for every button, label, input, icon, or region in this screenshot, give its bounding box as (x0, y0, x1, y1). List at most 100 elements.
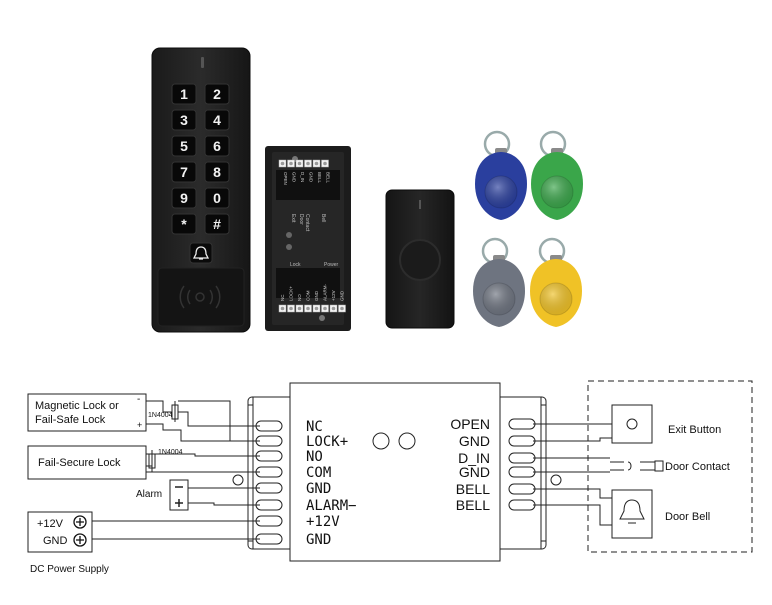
keypad-key[interactable]: 4 (204, 109, 230, 131)
board-terminal: GND (304, 159, 314, 183)
key-fob (475, 130, 527, 220)
board-terminal: COM (304, 290, 312, 313)
board-label-bell: Bell (320, 214, 326, 222)
board-terminal-label: OPEN (283, 172, 288, 185)
door-contact-label: Door Contact (665, 461, 730, 473)
keypad-key-label: 4 (213, 112, 221, 128)
wiring-terminal (508, 418, 536, 430)
board-label-door: Door (298, 214, 304, 225)
keypad-key-label: 9 (180, 190, 188, 206)
board-top-group-labels: Exit Door Contact Bell (290, 214, 326, 232)
controller-right-label: GND (459, 433, 490, 449)
bell-icon (192, 246, 210, 260)
keypad-key[interactable]: 7 (171, 161, 197, 183)
keypad-key-label: # (213, 216, 221, 232)
controller-left-label: +12V (306, 514, 340, 530)
board-terminal-label: LOCK+ (289, 286, 294, 301)
board-terminal: ALARM- (321, 283, 329, 313)
key-fob (530, 237, 582, 327)
keypad-rfid-symbol (179, 285, 221, 309)
power-12v-label: +12V (37, 518, 64, 530)
controller-led-1 (372, 432, 390, 450)
fail-secure-label: Fail-Secure Lock (38, 457, 121, 469)
keypad-key[interactable]: 3 (171, 109, 197, 131)
keypad-key-label: 0 (213, 190, 221, 206)
board-label-power: Power (324, 262, 339, 268)
board-terminal-label: COM (306, 290, 311, 301)
keypad-key-label: 7 (180, 164, 188, 180)
controller-led-2 (398, 432, 416, 450)
power-terminal-icons (73, 515, 87, 547)
keypad-key-label: 8 (213, 164, 221, 180)
board-terminal-label: D_IN (300, 172, 305, 182)
board-terminal: OPEN (278, 159, 288, 185)
board-terminal-label: ALARM- (323, 283, 328, 301)
board-terminal: BELL (321, 159, 331, 184)
key-fob (473, 237, 525, 327)
board-terminal-label: BELL (317, 172, 322, 184)
keypad-key[interactable]: 6 (204, 135, 230, 157)
board-label-lock: Lock (290, 262, 301, 268)
keypad-key-label: 3 (180, 112, 188, 128)
keypad-key[interactable]: 9 (171, 187, 197, 209)
keypad-key-label: 2 (213, 86, 221, 102)
board-terminal: BELL (312, 159, 322, 184)
controller-left-label: GND (306, 532, 331, 548)
board-terminal-label: +12V (331, 290, 336, 301)
controller-right-terminals (508, 418, 536, 511)
door-bell-label: Door Bell (665, 511, 710, 523)
fail-secure-lock-box (27, 445, 147, 480)
board-bottom-group-labels: Lock Power (290, 262, 339, 268)
keypad-key-label: 1 (180, 86, 188, 102)
controller-left-label: NO (306, 449, 323, 465)
card-reader-device (385, 189, 455, 329)
board-terminal: GND (338, 290, 346, 313)
controller-left-label: ALARM− (306, 498, 357, 514)
keypad-key[interactable]: 8 (204, 161, 230, 183)
board-terminal-label: GND (314, 290, 319, 301)
controller-left-label: GND (306, 481, 331, 497)
keypad-key[interactable]: 5 (171, 135, 197, 157)
controller-right-label: BELL (456, 497, 490, 513)
keypad-bell-key[interactable] (189, 242, 213, 264)
board-terminal-label: NO (297, 294, 302, 301)
dc-power-label: DC Power Supply (30, 564, 109, 575)
controller-right-label: D_IN (458, 450, 490, 466)
board-label-contact: Contact (304, 214, 310, 232)
wire-lock-plus (146, 423, 260, 442)
wiring-terminal (508, 435, 536, 447)
keypad-key[interactable]: * (171, 213, 197, 235)
wire-no (146, 453, 260, 457)
alarm-label: Alarm (136, 489, 162, 500)
keypad-key[interactable]: # (204, 213, 230, 235)
diode-1 (171, 401, 179, 422)
wiring-terminal (508, 499, 536, 511)
key-fob (531, 130, 583, 220)
board-terminal: LOCK+ (287, 286, 295, 313)
wire-diode2-return (146, 465, 153, 472)
exit-button-icon (626, 418, 638, 430)
alarm-symbol (169, 479, 189, 511)
board-terminal: NO (295, 294, 304, 313)
keypad-key[interactable]: 1 (171, 83, 197, 105)
key-fobs (473, 130, 583, 327)
controller-left-label: LOCK+ (306, 434, 348, 450)
board-terminal: D_IN (295, 159, 305, 182)
keypad-key-label: * (181, 216, 187, 232)
controller-right-label: GND (459, 464, 490, 480)
diode-1-label: 1N4004 (148, 412, 173, 419)
wiring-terminal (508, 452, 536, 464)
keypad-key[interactable]: 2 (204, 83, 230, 105)
magnetic-lock-label-2: Fail-Safe Lock (35, 414, 106, 426)
wire-diode1-link (178, 400, 231, 441)
board-terminal: GND (312, 290, 321, 313)
board-label-exit: Exit (290, 214, 296, 223)
keypad-key[interactable]: 0 (204, 187, 230, 209)
